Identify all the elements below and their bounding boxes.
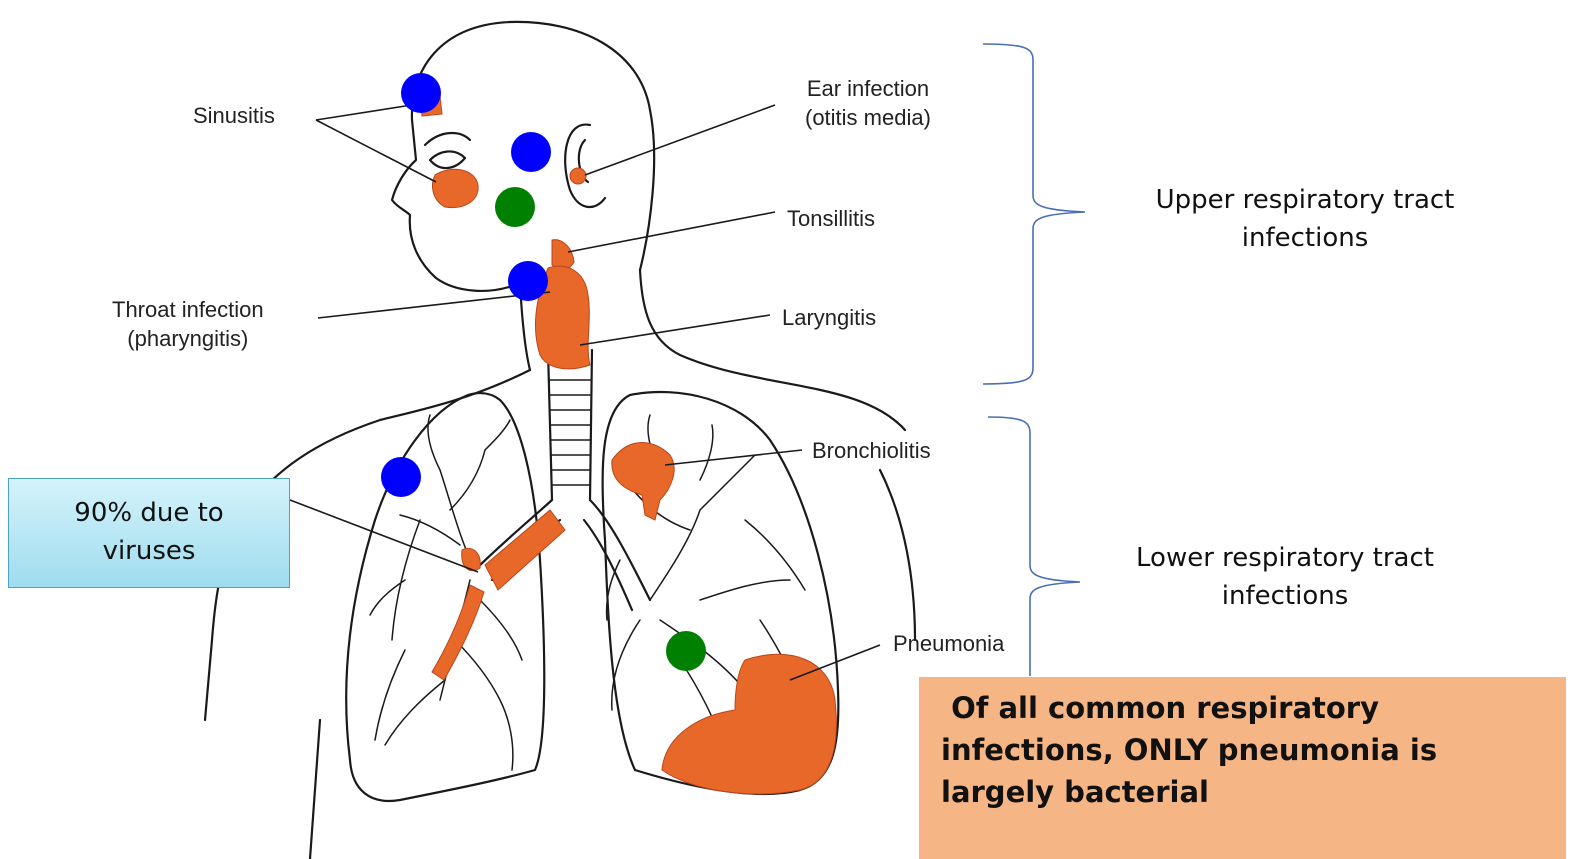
label-throat-infection-line1: Throat infection <box>112 296 264 325</box>
virus-callout-line1: 90% due to <box>74 495 223 533</box>
lower-tract-line2: infections <box>1080 578 1490 616</box>
label-throat-infection: Throat infection (pharyngitis) <box>112 296 264 353</box>
leader-ear <box>585 105 775 175</box>
right-lung-outline <box>346 393 544 801</box>
leader-callout <box>290 500 478 572</box>
virus-dot <box>381 457 421 497</box>
upper-tract-label: Upper respiratory tract infections <box>1100 182 1510 257</box>
label-ear-infection-line2: (otitis media) <box>805 104 931 133</box>
tonsil-highlight <box>552 240 574 270</box>
pneumonia-note-line3: largely bacterial <box>941 771 1548 813</box>
leader-sinusitis-upper <box>316 104 418 120</box>
bronchiole-highlight <box>612 443 674 521</box>
leader-laryngitis <box>580 315 770 345</box>
sinus-highlight-lower <box>432 169 478 207</box>
bacteria-dot <box>666 631 706 671</box>
label-bronchiolitis: Bronchiolitis <box>812 437 931 466</box>
pneumonia-note: Of all common respiratory infections, ON… <box>919 677 1566 859</box>
lower-tract-line1: Lower respiratory tract <box>1080 540 1490 578</box>
label-sinusitis: Sinusitis <box>193 102 275 131</box>
label-tonsillitis: Tonsillitis <box>787 205 875 234</box>
label-throat-infection-line2: (pharyngitis) <box>112 325 264 354</box>
virus-callout-line2: viruses <box>74 533 223 571</box>
bronchus-branch-highlight <box>432 585 484 680</box>
label-ear-infection: Ear infection (otitis media) <box>805 75 931 132</box>
upper-bracket <box>983 44 1085 384</box>
label-ear-infection-line1: Ear infection <box>805 75 931 104</box>
pneumonia-highlight <box>662 654 836 794</box>
upper-tract-line1: Upper respiratory tract <box>1100 182 1510 220</box>
leader-sinusitis-lower <box>316 120 436 182</box>
virus-dot <box>511 132 551 172</box>
bacteria-dot <box>495 187 535 227</box>
eye-outline <box>430 151 465 168</box>
label-laryngitis: Laryngitis <box>782 304 876 333</box>
leader-tonsillitis <box>568 212 775 252</box>
ear-outline <box>565 125 605 207</box>
virus-dot <box>401 73 441 113</box>
pneumonia-note-line2: infections, ONLY pneumonia is <box>941 729 1548 771</box>
virus-callout: 90% due to viruses <box>8 478 290 588</box>
virus-dot <box>508 261 548 301</box>
ear-highlight <box>570 168 586 184</box>
label-pneumonia: Pneumonia <box>893 630 1004 659</box>
upper-tract-line2: infections <box>1100 220 1510 258</box>
pneumonia-note-line1: Of all common respiratory <box>941 687 1548 729</box>
lower-tract-label: Lower respiratory tract infections <box>1080 540 1490 615</box>
